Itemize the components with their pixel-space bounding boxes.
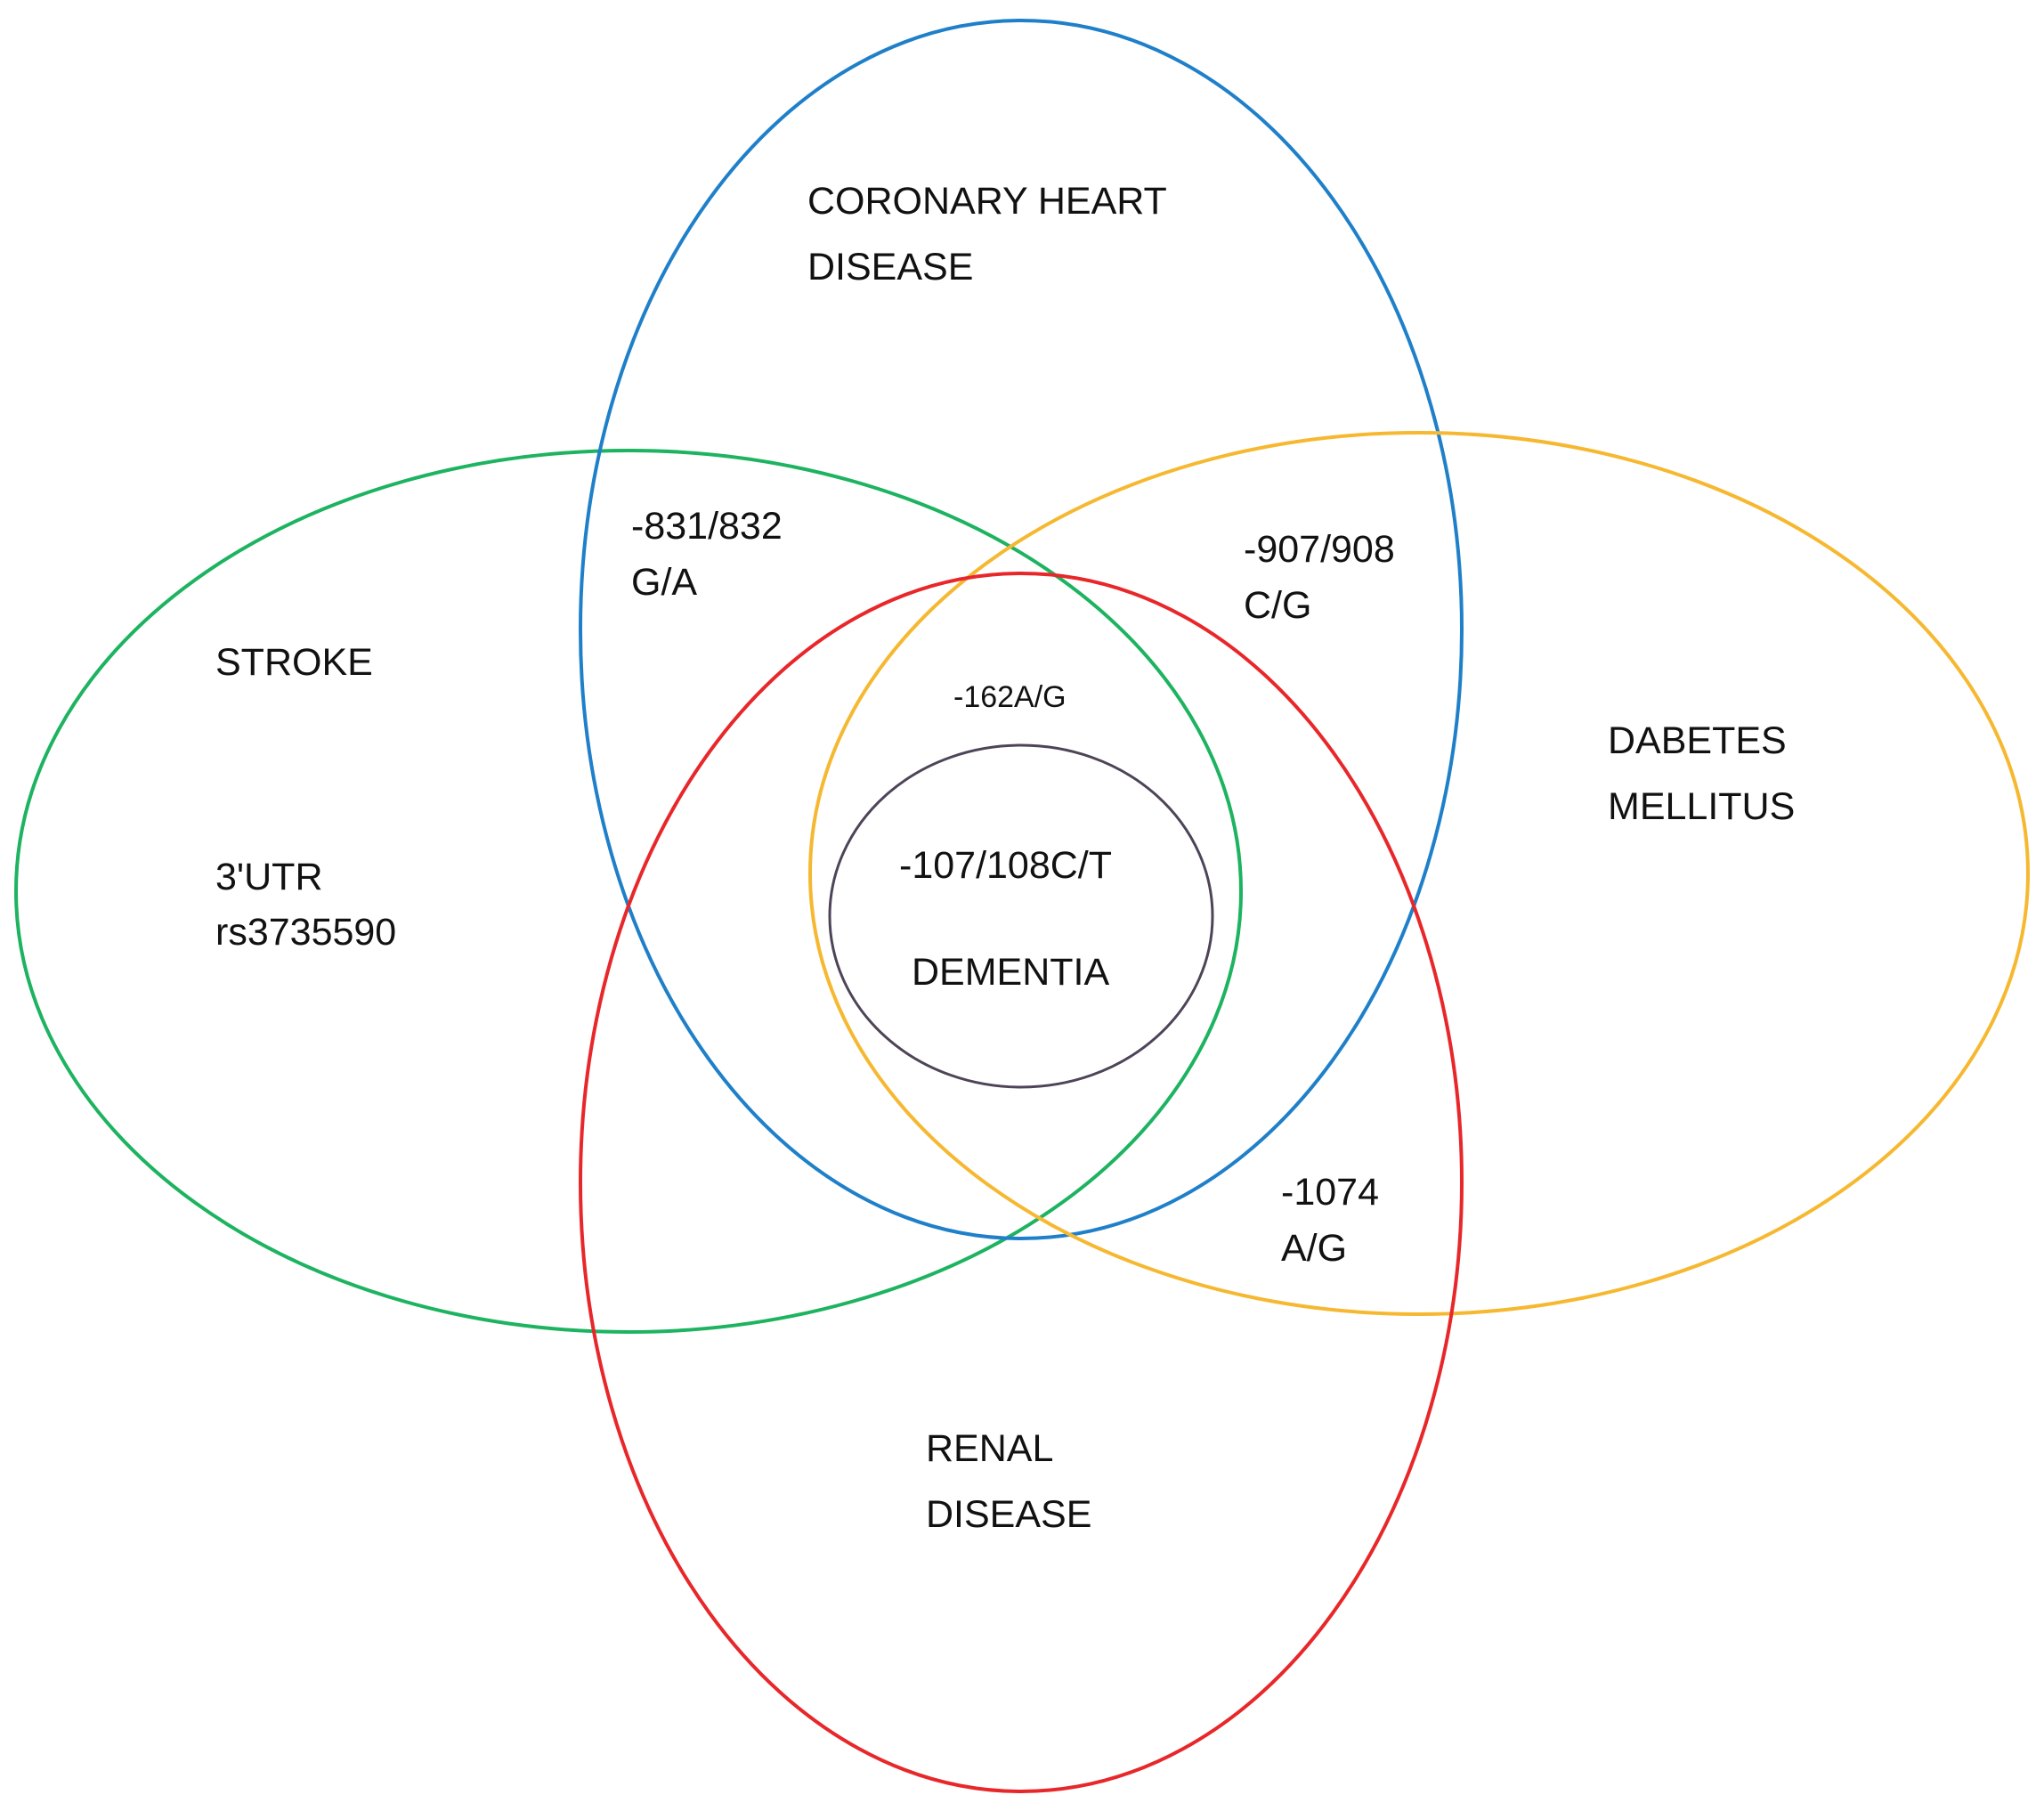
coronary-stroke-line2: G/A [631,561,698,604]
coronary-diabetes-line2: C/G [1244,584,1312,627]
stroke-variant-line2: rs3735590 [215,911,397,954]
diabetes-label-line1: DABETES [1608,719,1787,762]
diabetes-mellitus-ellipse [808,431,2030,1316]
stroke-label: STROKE [215,641,373,684]
diabetes-renal-line2: A/G [1281,1227,1348,1270]
diabetes-renal-variant-label: -1074 A/G [1281,1173,1379,1268]
center-overlap-variant-label: -162A/G [953,680,1067,714]
renal-disease-ellipse [579,572,1464,1793]
diabetes-label-line2: MELLITUS [1608,785,1796,828]
dementia-variant-label: -107/108C/T [899,844,1113,887]
renal-label-line1: RENAL [926,1427,1054,1470]
diabetes-mellitus-label: DABETES MELLITUS [1608,722,1795,826]
stroke-variant-label: 3'UTR rs3735590 [215,858,396,952]
coronary-heart-disease-label: CORONARY HEART DISEASE [807,183,1167,287]
coronary-label-line2: DISEASE [807,246,974,288]
coronary-diabetes-variant-label: -907/908 C/G [1244,531,1395,625]
coronary-heart-disease-ellipse [579,19,1464,1240]
coronary-label-line1: CORONARY HEART [807,180,1167,223]
dementia-label: DEMENTIA [912,951,1110,994]
coronary-stroke-line1: -831/832 [631,505,783,548]
stroke-ellipse [14,449,1243,1334]
coronary-stroke-variant-label: -831/832 G/A [631,508,783,602]
stroke-variant-line1: 3'UTR [215,856,323,898]
renal-label-line2: DISEASE [926,1493,1092,1536]
coronary-diabetes-line1: -907/908 [1244,528,1395,571]
renal-disease-label: RENAL DISEASE [926,1430,1091,1534]
diabetes-renal-line1: -1074 [1281,1171,1379,1214]
dementia-ellipse [828,743,1214,1089]
